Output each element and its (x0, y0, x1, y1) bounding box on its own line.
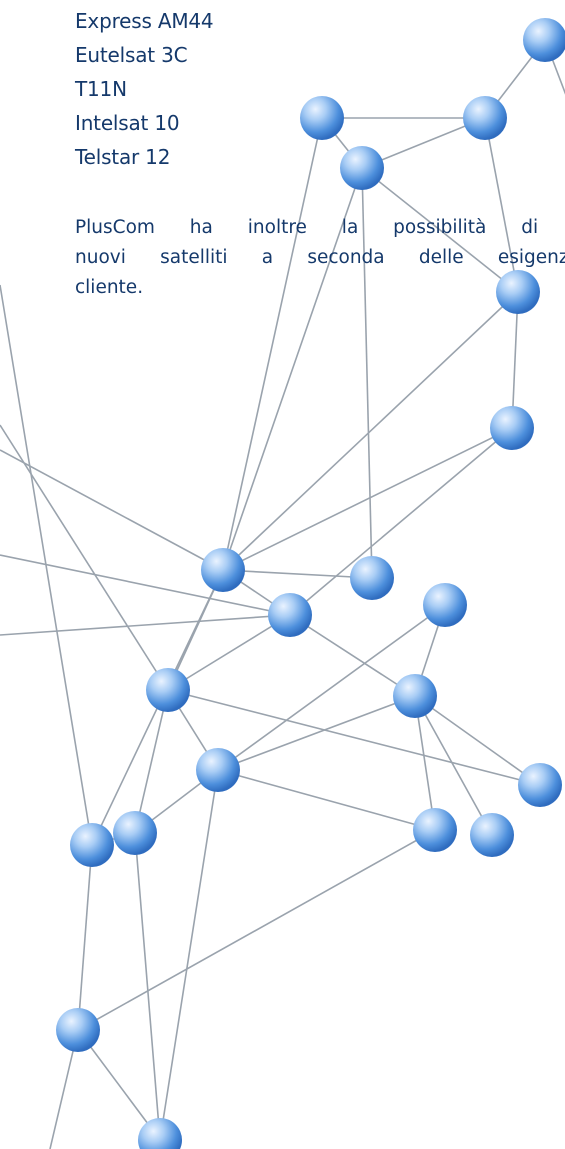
network-node (268, 593, 312, 637)
network-edge (414, 695, 493, 836)
network-node (146, 668, 190, 712)
network-edge (167, 614, 291, 691)
network-edge (0, 284, 93, 846)
network-edge (289, 614, 416, 697)
network-node (523, 18, 565, 62)
network-edge (222, 291, 519, 571)
network-node (201, 548, 245, 592)
network-node (413, 808, 457, 852)
network-edge (222, 117, 323, 571)
satellite-item: Express AM44 (75, 9, 214, 33)
network-edge (77, 1029, 161, 1141)
satellite-list: Express AM44 Eutelsat 3C T11N Intelsat 1… (75, 4, 214, 174)
network-edge (217, 695, 416, 771)
network-edge (0, 614, 291, 636)
network-node (70, 823, 114, 867)
network-edge (77, 844, 93, 1031)
network-node (470, 813, 514, 857)
network-node (138, 1118, 182, 1149)
network-node (496, 270, 540, 314)
network-edge (289, 427, 513, 616)
network-edge (167, 689, 541, 786)
network-edge (217, 769, 436, 831)
network-node (196, 748, 240, 792)
network-edge (77, 829, 436, 1031)
network-node (518, 763, 562, 807)
network-edge (0, 554, 291, 616)
network-node (423, 583, 467, 627)
satellite-item: Intelsat 10 (75, 111, 180, 135)
network-edge (361, 117, 486, 169)
network-node (350, 556, 394, 600)
network-edge (134, 689, 169, 834)
network-edge (217, 604, 446, 771)
network-edge (414, 695, 436, 831)
network-edge (361, 167, 519, 293)
network-node (463, 96, 507, 140)
network-edge (222, 569, 373, 579)
network-node (490, 406, 534, 450)
network-edge (361, 167, 373, 579)
network-node (56, 1008, 100, 1052)
network-edge (222, 427, 513, 571)
network-edge (222, 167, 363, 571)
satellite-item: Eutelsat 3C (75, 43, 188, 67)
network-node (393, 674, 437, 718)
network-edge (511, 291, 519, 429)
network-node (340, 146, 384, 190)
network-edge (0, 424, 169, 691)
network-edges (0, 39, 565, 1149)
network-node (300, 96, 344, 140)
network-edge (134, 832, 161, 1141)
network-edge (0, 449, 224, 571)
satellite-item: T11N (75, 77, 127, 101)
network-edge (159, 769, 219, 1141)
network-edge (414, 695, 541, 786)
network-node (113, 811, 157, 855)
network-nodes (56, 18, 565, 1149)
satellite-item: Telstar 12 (75, 145, 171, 169)
network-edge (484, 117, 519, 293)
